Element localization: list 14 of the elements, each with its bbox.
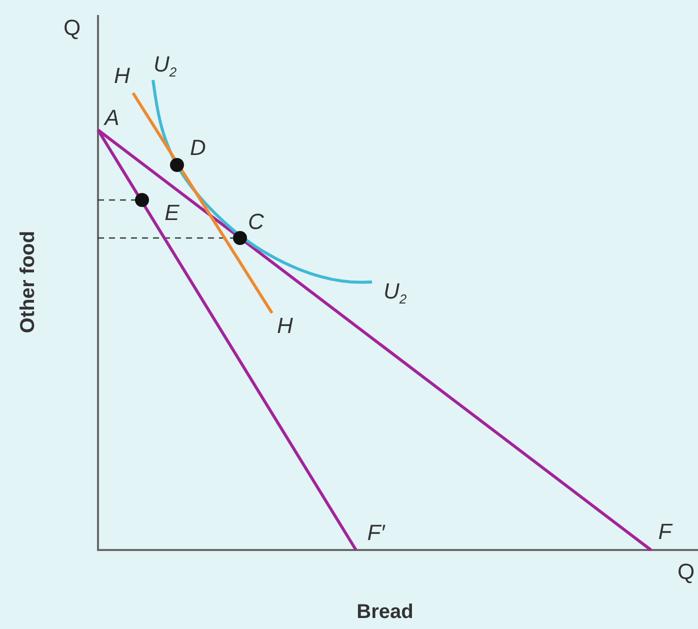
axis-title: Bread	[356, 602, 414, 622]
axis-label: Q	[677, 561, 695, 583]
point-label: C	[248, 211, 264, 233]
point-label: E	[164, 202, 180, 224]
axis-label: Q	[63, 17, 81, 39]
point-label: D	[190, 137, 206, 159]
point-label: U$_{2}$	[153, 53, 177, 79]
point-label: H	[114, 65, 130, 87]
point-label: F′	[367, 522, 385, 544]
point-label: H	[277, 315, 293, 337]
axis-title: Other food	[18, 230, 38, 334]
point-label: F	[658, 521, 672, 543]
point-label: A	[104, 107, 120, 129]
point-label: U$_{2}$	[383, 280, 407, 306]
